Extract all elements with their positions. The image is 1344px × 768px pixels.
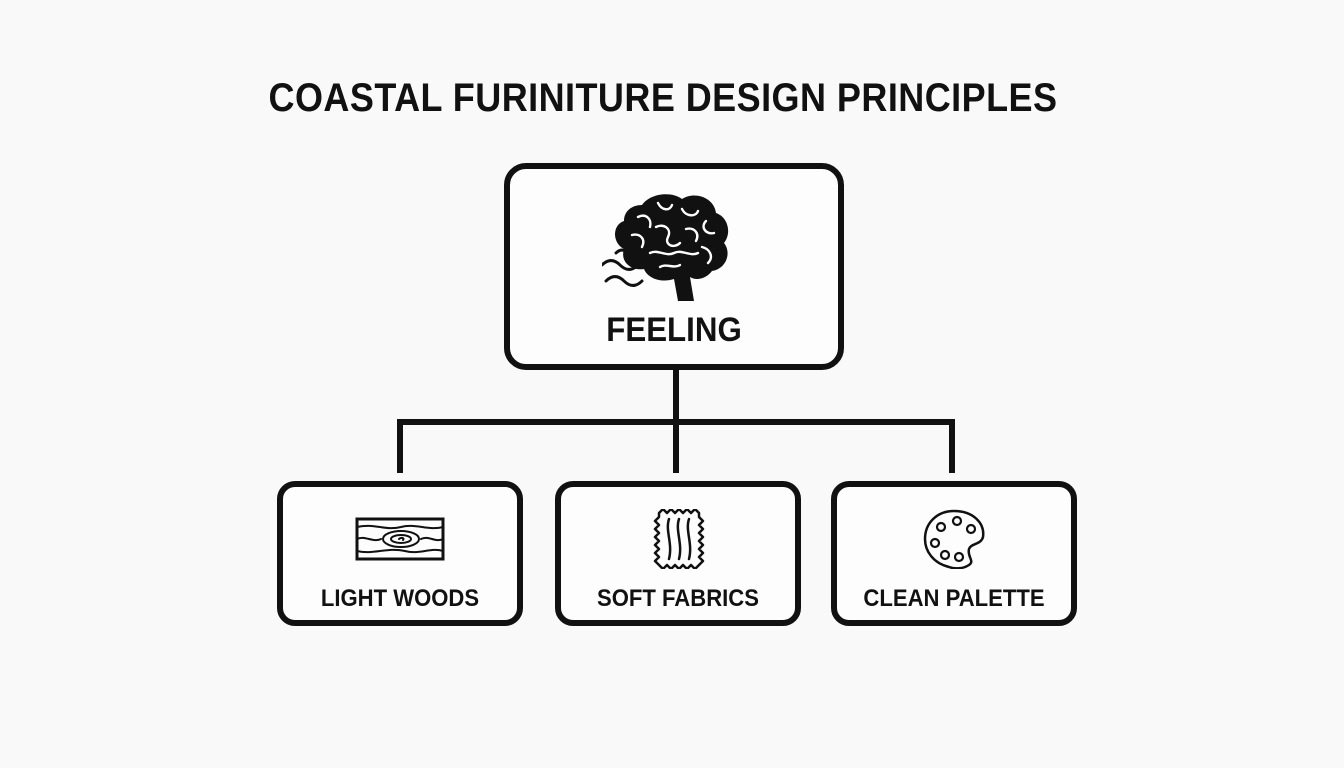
node-label-soft-fabrics: SOFT FABRICS [597,585,759,612]
paint-palette-icon [923,509,985,569]
root-node-feeling: FEELING [504,163,844,370]
node-label-light-woods: LIGHT WOODS [320,585,480,612]
wood-grain-icon [355,517,445,561]
root-node-label: FEELING [606,311,742,349]
node-label-clean-palette: CLEAN PALETTE [863,585,1045,612]
node-light-woods: LIGHT WOODS [277,481,523,626]
fabric-swatch-icon [653,509,705,569]
brain-icon [602,194,729,301]
diagram-title: COASTAL FURINITURE DESIGN PRINCIPLES [268,76,1058,120]
node-clean-palette: CLEAN PALETTE [831,481,1077,626]
node-soft-fabrics: SOFT FABRICS [555,481,801,626]
